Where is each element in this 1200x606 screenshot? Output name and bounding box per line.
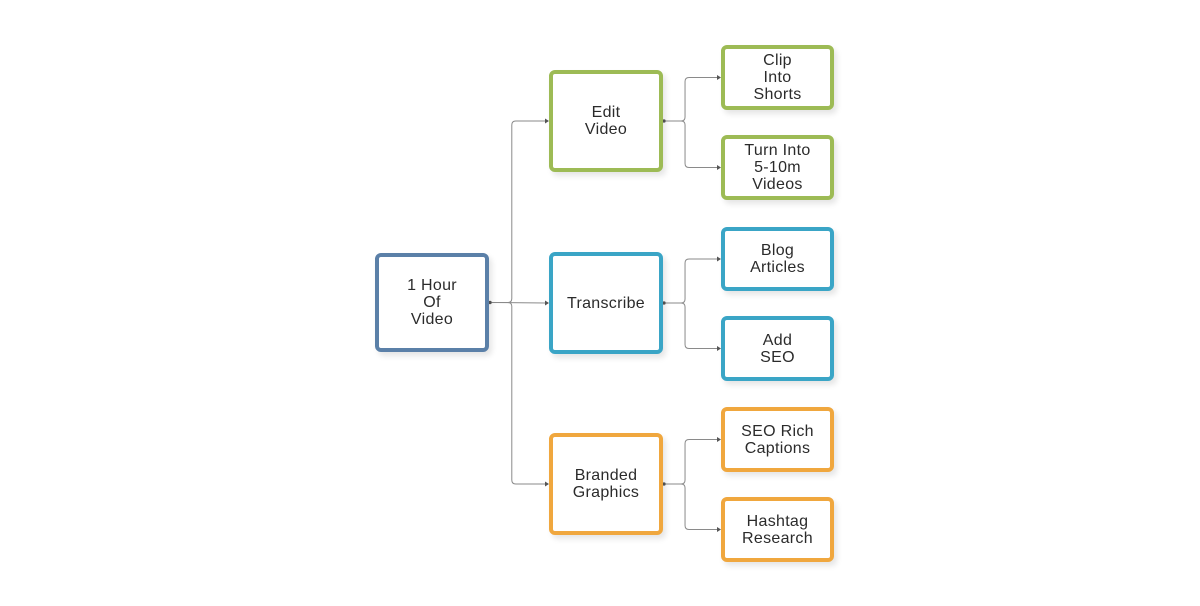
arrowhead-captions [717,437,721,442]
node-label: SEO Rich Captions [741,422,814,457]
node-label: Transcribe [567,294,645,312]
node-label: Edit Video [584,104,628,138]
arrowhead-transcribe [545,300,549,306]
connector-origin-dot [662,119,666,123]
arrowhead-hashtag [717,527,721,532]
node-branded-graphics[interactable]: Branded Graphics [549,433,663,535]
arrowhead-edit [545,118,549,124]
node-label: Turn Into 5-10m Videos [744,142,811,193]
node-label: Add SEO [760,331,795,366]
connector-branded-hashtag [663,483,718,530]
connector-edit-clip [663,77,718,122]
node-label: Blog Articles [750,242,805,276]
connector-origin-dot [662,482,666,486]
node-edit-video[interactable]: Edit Video [549,70,663,172]
connector-branded-captions [663,439,718,485]
node-label: Clip Into Shorts [753,52,802,103]
node-1-hour-of-video[interactable]: 1 Hour Of Video [375,253,489,352]
arrowhead-turn [717,165,721,170]
node-seo-rich-captions[interactable]: SEO Rich Captions [721,407,834,472]
arrowhead-seo [717,346,721,351]
arrowhead-blog [717,256,721,262]
connector-origin-dot [662,301,666,305]
connector-root-branded [489,302,546,485]
arrowhead-branded [545,481,549,487]
node-label: Hashtag Research [742,512,813,547]
connector-origin-dot [488,300,492,305]
node-label: 1 Hour Of Video [407,277,457,328]
node-turn-into-videos[interactable]: Turn Into 5-10m Videos [721,135,834,200]
node-hashtag-research[interactable]: Hashtag Research [721,497,834,562]
node-add-seo[interactable]: Add SEO [721,316,834,381]
node-blog-articles[interactable]: Blog Articles [721,227,834,291]
node-label: Branded Graphics [572,467,640,501]
node-transcribe[interactable]: Transcribe [549,252,663,354]
connector-edit-turn [663,120,718,168]
connector-transcribe-seo [663,302,718,349]
connector-transcribe-blog [663,258,718,304]
connector-root-edit [489,120,546,303]
node-clip-into-shorts[interactable]: Clip Into Shorts [721,45,834,110]
arrowhead-clip [717,75,721,80]
